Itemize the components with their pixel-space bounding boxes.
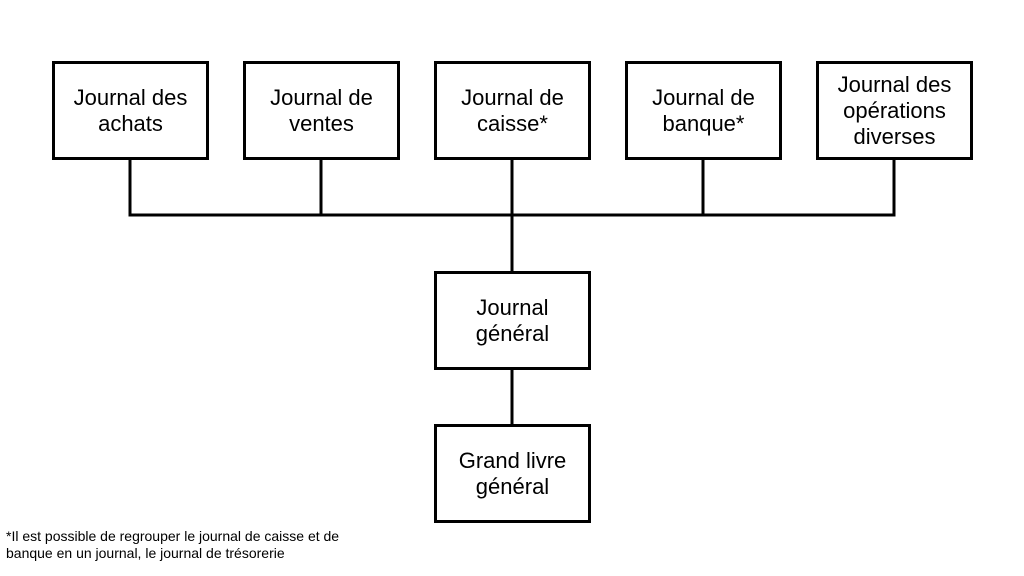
- grand-livre-general-box: Grand livre général: [434, 424, 591, 523]
- journal-de-ventes-label: Journal de ventes: [270, 84, 373, 136]
- journal-des-achats-label: Journal des achats: [73, 84, 188, 136]
- journal-de-ventes-box: Journal de ventes: [243, 61, 400, 160]
- journal-de-caisse-box: Journal de caisse*: [434, 61, 591, 160]
- grand-livre-general-label: Grand livre général: [458, 447, 567, 499]
- journal-de-banque-label: Journal de banque*: [652, 84, 755, 136]
- journal-general-label: Journal général: [475, 294, 550, 346]
- footnote: *Il est possible de regrouper le journal…: [6, 528, 340, 561]
- journal-des-operations-diverses-box: Journal des opérations diverses: [816, 61, 973, 160]
- journal-des-achats-box: Journal des achats: [52, 61, 209, 160]
- journal-de-banque-box: Journal de banque*: [625, 61, 782, 160]
- journal-de-caisse-label: Journal de caisse*: [461, 84, 564, 136]
- journal-des-operations-diverses-label: Journal des opérations diverses: [837, 71, 952, 149]
- journal-general-box: Journal général: [434, 271, 591, 370]
